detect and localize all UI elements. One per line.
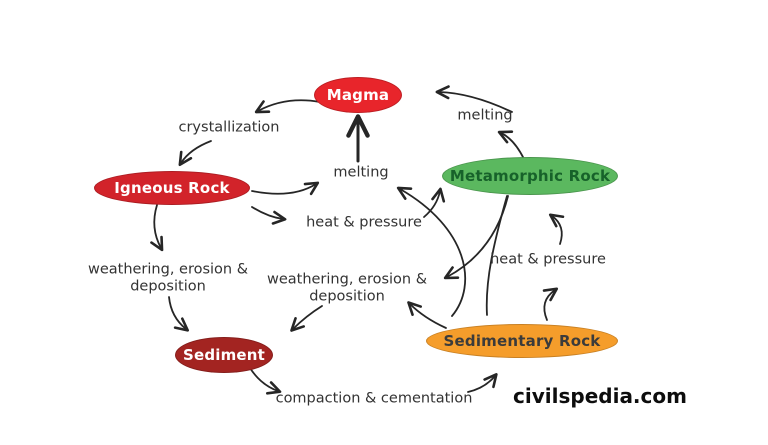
arrow-weathering-left-to-sediment xyxy=(168,296,189,332)
label-heat-pressure-right: heat & pressure xyxy=(490,251,606,268)
label-crystallization: crystallization xyxy=(178,119,280,136)
label-weathering-center: weathering, erosion & deposition xyxy=(267,271,427,304)
arrow-igneous-to-heat-pressure xyxy=(251,206,287,225)
arrow-sedimentary-to-melting xyxy=(396,186,466,317)
arrow-igneous-to-weathering-left xyxy=(150,204,164,252)
label-weathering-center-line1: weathering, erosion & xyxy=(266,271,428,288)
node-igneous-rock: Igneous Rock xyxy=(94,171,250,205)
arrow-weathering-center-to-sediment xyxy=(290,305,323,332)
node-sediment: Sediment xyxy=(175,337,273,373)
node-metamorphic-rock: Metamorphic Rock xyxy=(442,157,618,195)
arrow-heat-pressure-right-to-metamorphic xyxy=(548,213,565,245)
arrow-sedimentary-to-weathering-center xyxy=(407,301,447,329)
arrow-magma-to-crystallization xyxy=(254,99,321,114)
arrow-compaction-to-sedimentary xyxy=(467,373,498,393)
label-compaction-cementation: compaction & cementation xyxy=(275,390,473,407)
arrow-heat-pressure-to-metamorphic xyxy=(423,187,446,218)
label-melting-top-right: melting xyxy=(457,107,513,124)
node-sedimentary-rock: Sedimentary Rock xyxy=(426,324,618,358)
line-metamorphic-to-sedimentary xyxy=(485,195,508,316)
arrow-sedimentary-to-heat-pressure-right xyxy=(542,287,559,321)
arrow-metamorphic-to-melting-top xyxy=(497,130,525,160)
watermark-civilspedia: civilspedia.com xyxy=(513,384,687,408)
node-magma: Magma xyxy=(314,77,402,113)
label-weathering-left-line2: deposition xyxy=(130,278,206,294)
label-weathering-left-line1: weathering, erosion & xyxy=(87,261,249,278)
label-heat-pressure-center: heat & pressure xyxy=(306,214,422,231)
label-weathering-left: weathering, erosion & deposition xyxy=(88,261,248,294)
arrow-melting-top-to-magma xyxy=(435,85,513,113)
label-weathering-center-line2: deposition xyxy=(309,288,385,304)
arrow-sediment-to-compaction xyxy=(249,367,282,395)
arrow-igneous-to-melting xyxy=(251,181,320,196)
arrow-crystallization-to-igneous xyxy=(178,140,212,167)
label-melting-center: melting xyxy=(333,164,389,181)
